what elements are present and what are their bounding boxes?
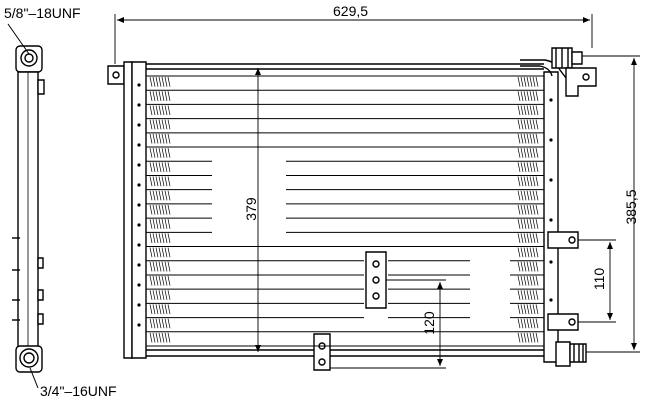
- dimension-overall-height: 385,5: [623, 189, 639, 225]
- thread-top-label: 5/8"–18UNF: [4, 5, 81, 21]
- dimension-lower-spacing: 120: [421, 311, 437, 335]
- dimension-overall-width: 629,5: [333, 3, 369, 19]
- side-view: [8, 24, 44, 388]
- thread-bottom-label: 3/4"–16UNF: [40, 383, 117, 399]
- dimension-bracket-spacing: 110: [591, 267, 607, 291]
- header-bolt-dots: [137, 83, 553, 327]
- dimension-lines: [115, 14, 640, 368]
- dimension-core-height: 379: [243, 197, 259, 221]
- core-tubes: [146, 76, 544, 346]
- front-view: [108, 48, 596, 370]
